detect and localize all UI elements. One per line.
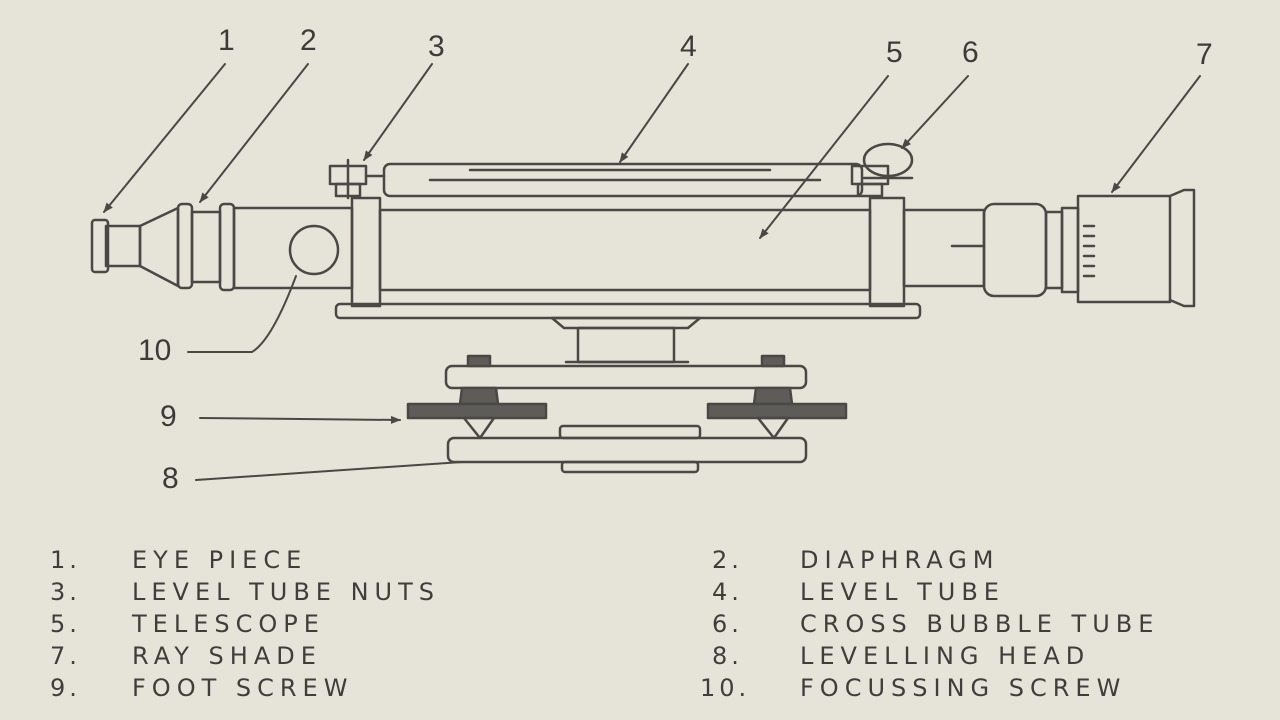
eye-piece <box>90 206 180 288</box>
leader-10 <box>187 275 297 353</box>
legend-number-1: 1. <box>50 546 81 574</box>
level-tube <box>382 162 864 198</box>
legend: 1. EYE PIECE 2. DIAPHRAGM 3. LEVEL TUBE … <box>0 540 1280 720</box>
legend-label-10: FOCUSSING SCREW <box>800 674 1127 702</box>
vertical-spindle <box>550 316 702 364</box>
legend-label-7: RAY SHADE <box>132 642 322 670</box>
callout-8: 8 <box>162 462 179 495</box>
leader-5 <box>759 75 889 239</box>
callout-1: 1 <box>218 24 235 57</box>
callout-9: 9 <box>160 400 177 433</box>
legend-number-8: 8. <box>712 642 743 670</box>
legend-label-4: LEVEL TUBE <box>800 578 1005 606</box>
legend-label-2: DIAPHRAGM <box>800 546 1000 574</box>
callout-4: 4 <box>680 30 697 63</box>
legend-number-10: 10. <box>700 674 751 702</box>
callout-3: 3 <box>428 30 445 63</box>
leader-1 <box>103 63 226 213</box>
leader-6 <box>901 75 969 149</box>
telescope <box>232 196 986 308</box>
leader-9 <box>199 415 401 424</box>
legend-label-8: LEVELLING HEAD <box>800 642 1091 670</box>
legend-number-5: 5. <box>50 610 81 638</box>
foot-screw-right <box>706 354 848 440</box>
callout-7: 7 <box>1196 38 1213 71</box>
tribrach-upper-plate <box>444 364 808 390</box>
callout-10: 10 <box>138 334 172 367</box>
legend-label-5: TELESCOPE <box>132 610 325 638</box>
leader-4 <box>619 63 689 163</box>
leader-7 <box>1111 75 1201 193</box>
callout-6: 6 <box>962 36 979 69</box>
legend-number-2: 2. <box>712 546 743 574</box>
leader-8 <box>195 461 463 481</box>
focus-barrel <box>982 202 1080 298</box>
legend-number-6: 6. <box>712 610 743 638</box>
legend-number-4: 4. <box>712 578 743 606</box>
dumpy-level-diagram <box>90 63 1201 481</box>
foot-screw-left <box>406 354 548 440</box>
levelling-head <box>446 424 808 474</box>
legend-number-3: 3. <box>50 578 81 606</box>
legend-number-9: 9. <box>50 674 81 702</box>
legend-label-6: CROSS BUBBLE TUBE <box>800 610 1160 638</box>
legend-label-9: FOOT SCREW <box>132 674 354 702</box>
leader-3 <box>363 63 433 161</box>
ray-shade <box>1076 188 1196 308</box>
cross-bubble-tube <box>862 142 914 180</box>
legend-number-7: 7. <box>50 642 81 670</box>
focussing-screw <box>288 224 340 276</box>
callout-2: 2 <box>300 24 317 57</box>
level-tube-nuts <box>328 158 890 200</box>
diaphragm <box>176 202 236 292</box>
legend-label-3: LEVEL TUBE NUTS <box>132 578 441 606</box>
callout-5: 5 <box>886 36 903 69</box>
telescope-base-plate <box>334 302 922 320</box>
legend-label-1: EYE PIECE <box>132 546 308 574</box>
leader-2 <box>199 63 309 203</box>
